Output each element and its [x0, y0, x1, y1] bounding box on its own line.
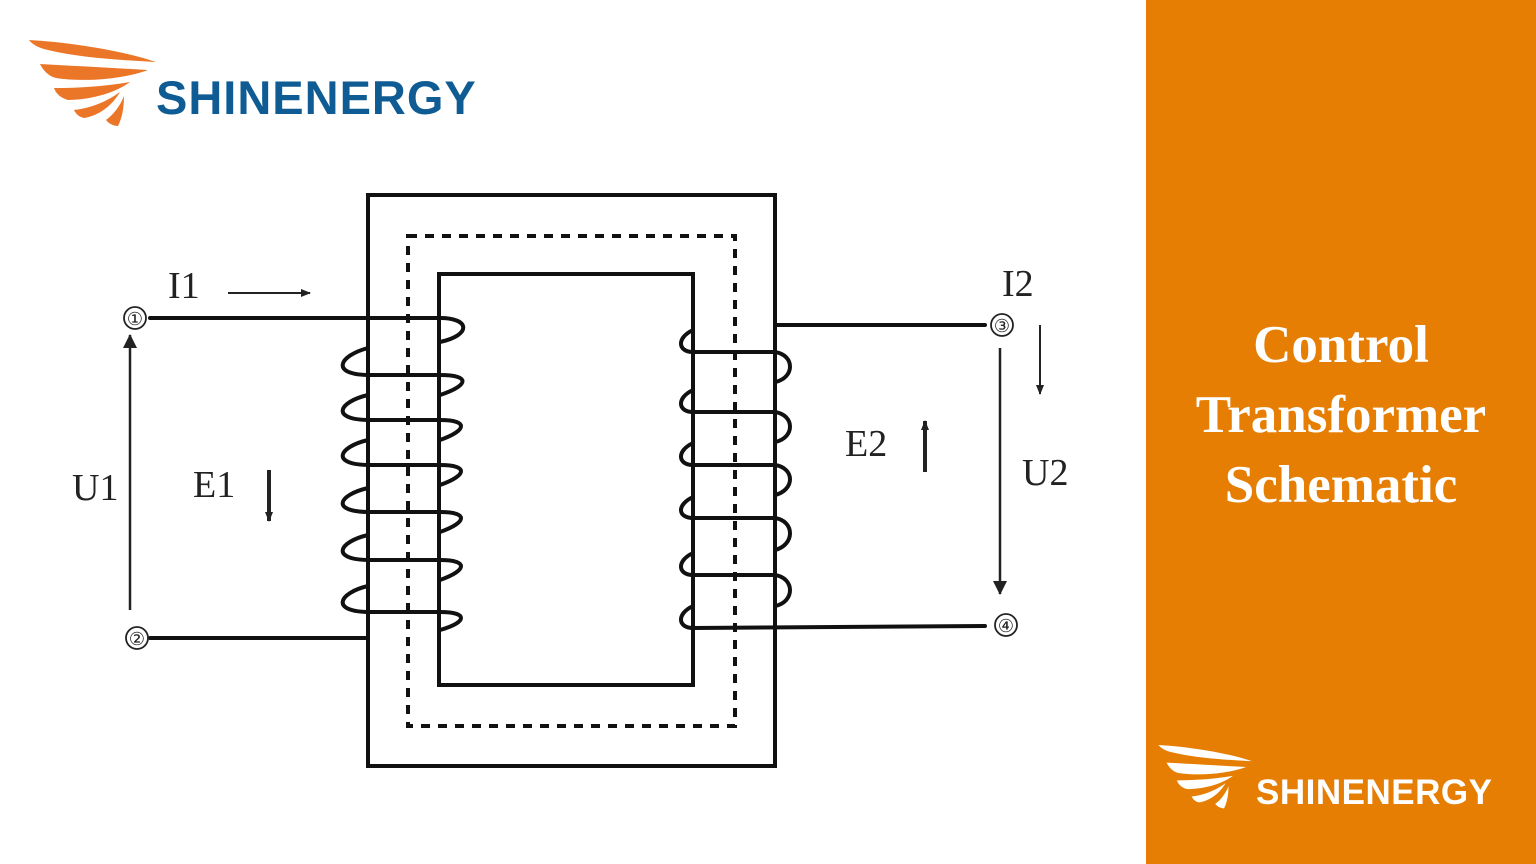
wing-logo-icon	[1158, 744, 1253, 809]
label-u2: U2	[1022, 452, 1068, 494]
terminal-2-label: ②	[129, 629, 145, 649]
label-e2: E2	[845, 423, 887, 465]
terminal-4-label: ④	[998, 616, 1014, 636]
terminal-3-label: ③	[994, 316, 1010, 336]
panel-title-line-3: Schematic	[1224, 456, 1458, 514]
wing-logo-icon	[29, 40, 156, 126]
terminal-1: ①	[123, 306, 147, 330]
label-i1: I1	[168, 265, 200, 307]
core-outer	[366, 193, 777, 768]
terminal-1-label: ①	[127, 309, 143, 329]
label-i2: I2	[1002, 263, 1034, 305]
secondary-winding	[679, 323, 987, 630]
terminal-2: ②	[125, 626, 149, 650]
panel-title-line-2: Transformer	[1195, 386, 1487, 444]
panel-title: Control Transformer Schematic	[1146, 310, 1536, 520]
brand-logo-bottom[interactable]: SHINENERGY	[1156, 742, 1526, 817]
panel-title-line-1: Control	[1253, 316, 1429, 374]
title-panel: Control Transformer Schematic	[1146, 0, 1536, 864]
label-u1: U1	[72, 467, 118, 509]
label-e1: E1	[193, 464, 235, 506]
terminal-4: ④	[994, 613, 1018, 637]
terminal-3: ③	[990, 313, 1014, 337]
transformer-schematic: ① ② ③ ④ I1 I2 U1 E1 E2 U2	[72, 193, 1068, 768]
flux-path	[406, 234, 737, 728]
brand-logo-top[interactable]: SHINENERGY	[26, 36, 516, 136]
primary-winding	[148, 316, 466, 640]
brand-name: SHINENERGY	[1256, 773, 1493, 812]
core-window	[437, 272, 695, 687]
brand-name: SHINENERGY	[156, 71, 477, 124]
